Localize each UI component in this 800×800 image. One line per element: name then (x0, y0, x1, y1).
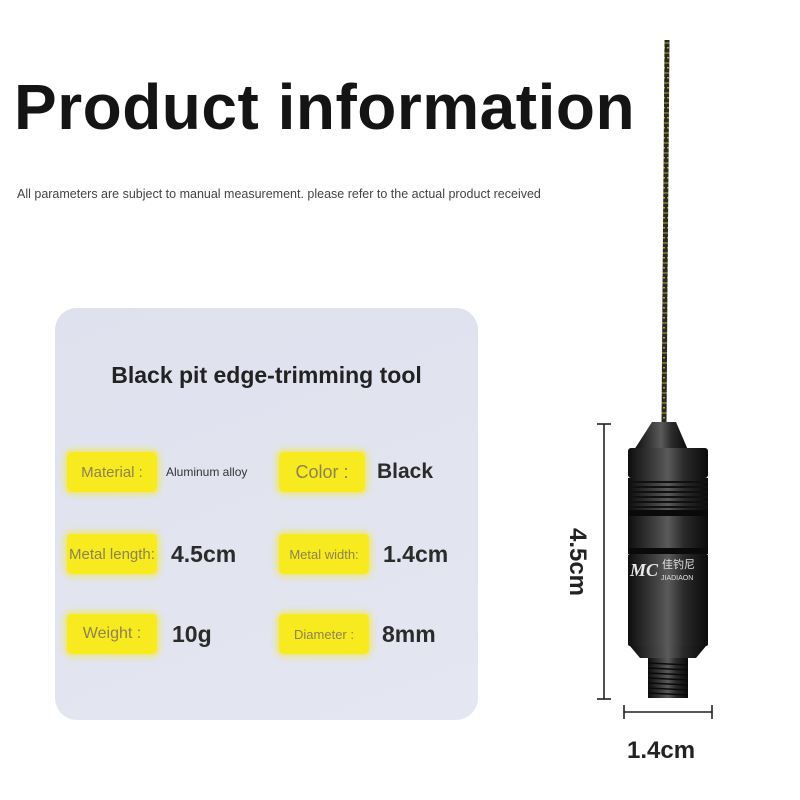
metal-length-value: 4.5cm (171, 541, 237, 567)
weight-label: Weight : (67, 614, 157, 654)
page-title: Product information (14, 71, 636, 143)
color-label: Color : (279, 452, 365, 492)
product-illustration: MC 佳钓尼 JIADIAON (628, 39, 708, 698)
product-name: Black pit edge-trimming tool (111, 362, 422, 388)
metal-cap-icon: MC 佳钓尼 JIADIAON (628, 422, 708, 658)
brand-logo-icon: MC (629, 560, 659, 580)
weight-value: 10g (172, 621, 212, 647)
spec-card: Black pit edge-trimming tool Material : … (55, 308, 478, 720)
threaded-screw-icon (647, 658, 689, 698)
height-dimension-label: 4.5cm (564, 527, 592, 597)
braided-line-icon (661, 39, 670, 426)
material-value: Aluminum alloy (166, 465, 248, 479)
measurement-disclaimer: All parameters are subject to manual mea… (17, 187, 541, 201)
width-dimension-label: 1.4cm (627, 737, 696, 764)
svg-text:佳钓尼: 佳钓尼 (662, 557, 695, 571)
color-value: Black (377, 460, 434, 483)
metal-width-label: Metal width: (279, 534, 369, 574)
material-label: Material : (67, 452, 157, 492)
brand-name: JIADIAON (661, 575, 693, 582)
diameter-label: Diameter : (279, 614, 369, 654)
metal-length-label: Metal length: (67, 534, 157, 574)
metal-width-value: 1.4cm (383, 541, 449, 567)
diameter-value: 8mm (382, 621, 436, 647)
